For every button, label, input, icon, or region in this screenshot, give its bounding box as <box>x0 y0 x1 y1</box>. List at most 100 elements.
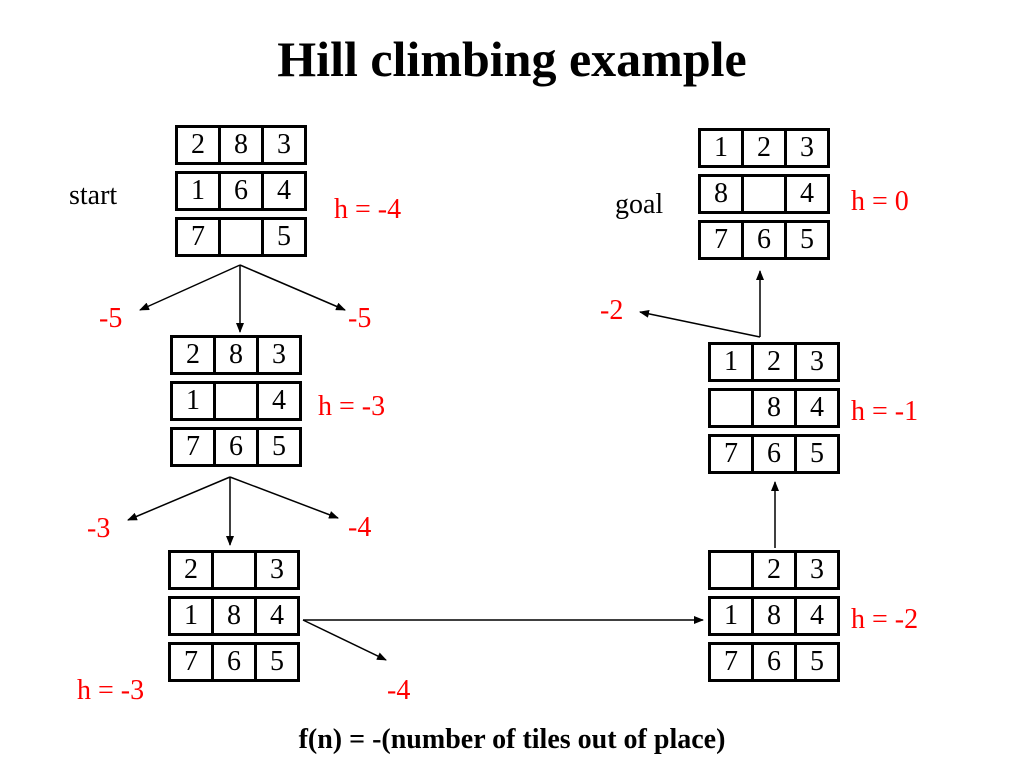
arrow-step2-diag <box>302 619 387 661</box>
tile: 7 <box>171 645 214 679</box>
h-step1-label: h = -3 <box>318 391 386 422</box>
blank-tile <box>216 384 259 418</box>
arrow-start-left <box>139 264 241 311</box>
score-step1-left: -3 <box>87 513 111 544</box>
tile: 8 <box>221 128 264 162</box>
score-start-left: -5 <box>99 303 123 334</box>
tile: 1 <box>701 131 744 165</box>
tile: 1 <box>711 345 754 379</box>
tile: 6 <box>216 430 259 464</box>
blank-tile <box>744 177 787 211</box>
tile: 5 <box>277 221 291 252</box>
blank-tile <box>221 220 264 254</box>
tile: 3 <box>270 554 284 585</box>
score-step2-diag: -4 <box>387 675 411 706</box>
tile: 5 <box>800 224 814 255</box>
tile: 5 <box>272 431 286 462</box>
h-start-label: h = -4 <box>334 194 402 225</box>
score-step1-right: -4 <box>348 512 372 543</box>
tile: 3 <box>800 132 814 163</box>
blank-tile <box>214 553 257 587</box>
tile: 7 <box>711 645 754 679</box>
tile: 8 <box>754 391 797 425</box>
tile: 4 <box>810 600 824 631</box>
tile: 8 <box>754 599 797 633</box>
heuristic-formula: f(n) = -(number of tiles out of place) <box>298 724 726 755</box>
tile: 5 <box>810 646 824 677</box>
tile: 2 <box>173 338 216 372</box>
tile: 4 <box>270 600 284 631</box>
slide-title: Hill climbing example <box>277 31 747 87</box>
tile: 5 <box>270 646 284 677</box>
tile: 6 <box>221 174 264 208</box>
tile: 4 <box>272 385 286 416</box>
tile: 2 <box>754 553 797 587</box>
start-label: start <box>69 180 118 211</box>
tile: 6 <box>214 645 257 679</box>
tile: 7 <box>711 437 754 471</box>
tile: 8 <box>701 177 744 211</box>
arrow-right2-left <box>639 309 761 338</box>
tile: 1 <box>173 384 216 418</box>
tile: 2 <box>754 345 797 379</box>
tile: 3 <box>277 129 291 160</box>
blank-tile <box>711 391 754 425</box>
h-right2-label: h = -1 <box>851 396 919 427</box>
blank-tile <box>711 553 754 587</box>
score-start-right: -5 <box>348 303 372 334</box>
goal-label: goal <box>615 189 664 220</box>
tile: 8 <box>214 599 257 633</box>
tile: 7 <box>701 223 744 257</box>
arrow-start-right <box>239 264 346 311</box>
tile: 1 <box>711 599 754 633</box>
score-goal-side: -2 <box>600 295 624 326</box>
tile: 5 <box>810 438 824 469</box>
tile: 6 <box>754 437 797 471</box>
h-right1-label: h = -2 <box>851 604 919 635</box>
tile: 1 <box>178 174 221 208</box>
tile: 2 <box>178 128 221 162</box>
arrow-step1-right <box>229 476 339 519</box>
tile: 4 <box>810 392 824 423</box>
tile: 3 <box>810 554 824 585</box>
tile: 6 <box>754 645 797 679</box>
tile: 3 <box>272 339 286 370</box>
tile: 4 <box>800 178 814 209</box>
tile: 7 <box>173 430 216 464</box>
tile: 2 <box>744 131 787 165</box>
arrow-step1-left <box>127 476 231 521</box>
tile: 6 <box>744 223 787 257</box>
h-step2-label: h = -3 <box>77 675 145 706</box>
tile: 7 <box>178 220 221 254</box>
h-goal-label: h = 0 <box>851 186 909 217</box>
tile: 3 <box>810 346 824 377</box>
tile: 4 <box>277 175 291 206</box>
tile: 8 <box>216 338 259 372</box>
tile: 1 <box>171 599 214 633</box>
